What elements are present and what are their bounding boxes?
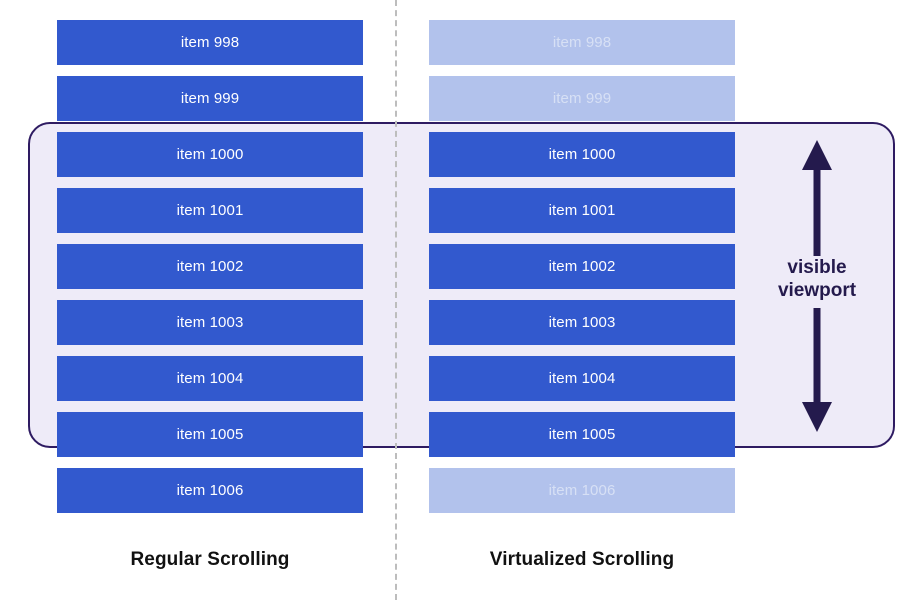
list-item[interactable]: item 1006 xyxy=(57,468,363,513)
list-item[interactable]: item 1004 xyxy=(429,356,735,401)
caption-regular-scrolling: Regular Scrolling xyxy=(130,549,290,570)
caption-virtualized-scrolling: Virtualized Scrolling xyxy=(489,549,675,570)
viewport-extent-annotation: visible viewport xyxy=(762,138,872,434)
column-regular-scrolling: item 998 item 999 item 1000 item 1001 item 1… xyxy=(57,0,363,609)
list-item[interactable]: item 1000 xyxy=(429,132,735,177)
list-item[interactable]: item 1002 xyxy=(429,244,735,289)
list-item[interactable]: item 999 xyxy=(57,76,363,121)
column-virtualized-scrolling: item 998 item 999 item 1000 item 1001 item 1… xyxy=(429,0,735,609)
viewport-label-line-1: visible xyxy=(787,257,847,278)
visible-viewport-label: visible viewport xyxy=(762,256,872,302)
list-item[interactable]: item 999 xyxy=(429,76,735,121)
list-item[interactable]: item 1001 xyxy=(429,188,735,233)
column-divider xyxy=(395,0,397,600)
list-item[interactable]: item 1005 xyxy=(429,412,735,457)
list-item[interactable]: item 1004 xyxy=(57,356,363,401)
list-item[interactable]: item 1001 xyxy=(57,188,363,233)
list-item[interactable]: item 1000 xyxy=(57,132,363,177)
list-item[interactable]: item 1003 xyxy=(57,300,363,345)
list-item[interactable]: item 1006 xyxy=(429,468,735,513)
list-item[interactable]: item 1002 xyxy=(57,244,363,289)
list-item[interactable]: item 1003 xyxy=(429,300,735,345)
viewport-label-line-2: viewport xyxy=(777,280,857,301)
list-item[interactable]: item 1005 xyxy=(57,412,363,457)
double-arrow-vertical-icon xyxy=(802,140,832,432)
list-item[interactable]: item 998 xyxy=(57,20,363,65)
list-item[interactable]: item 998 xyxy=(429,20,735,65)
